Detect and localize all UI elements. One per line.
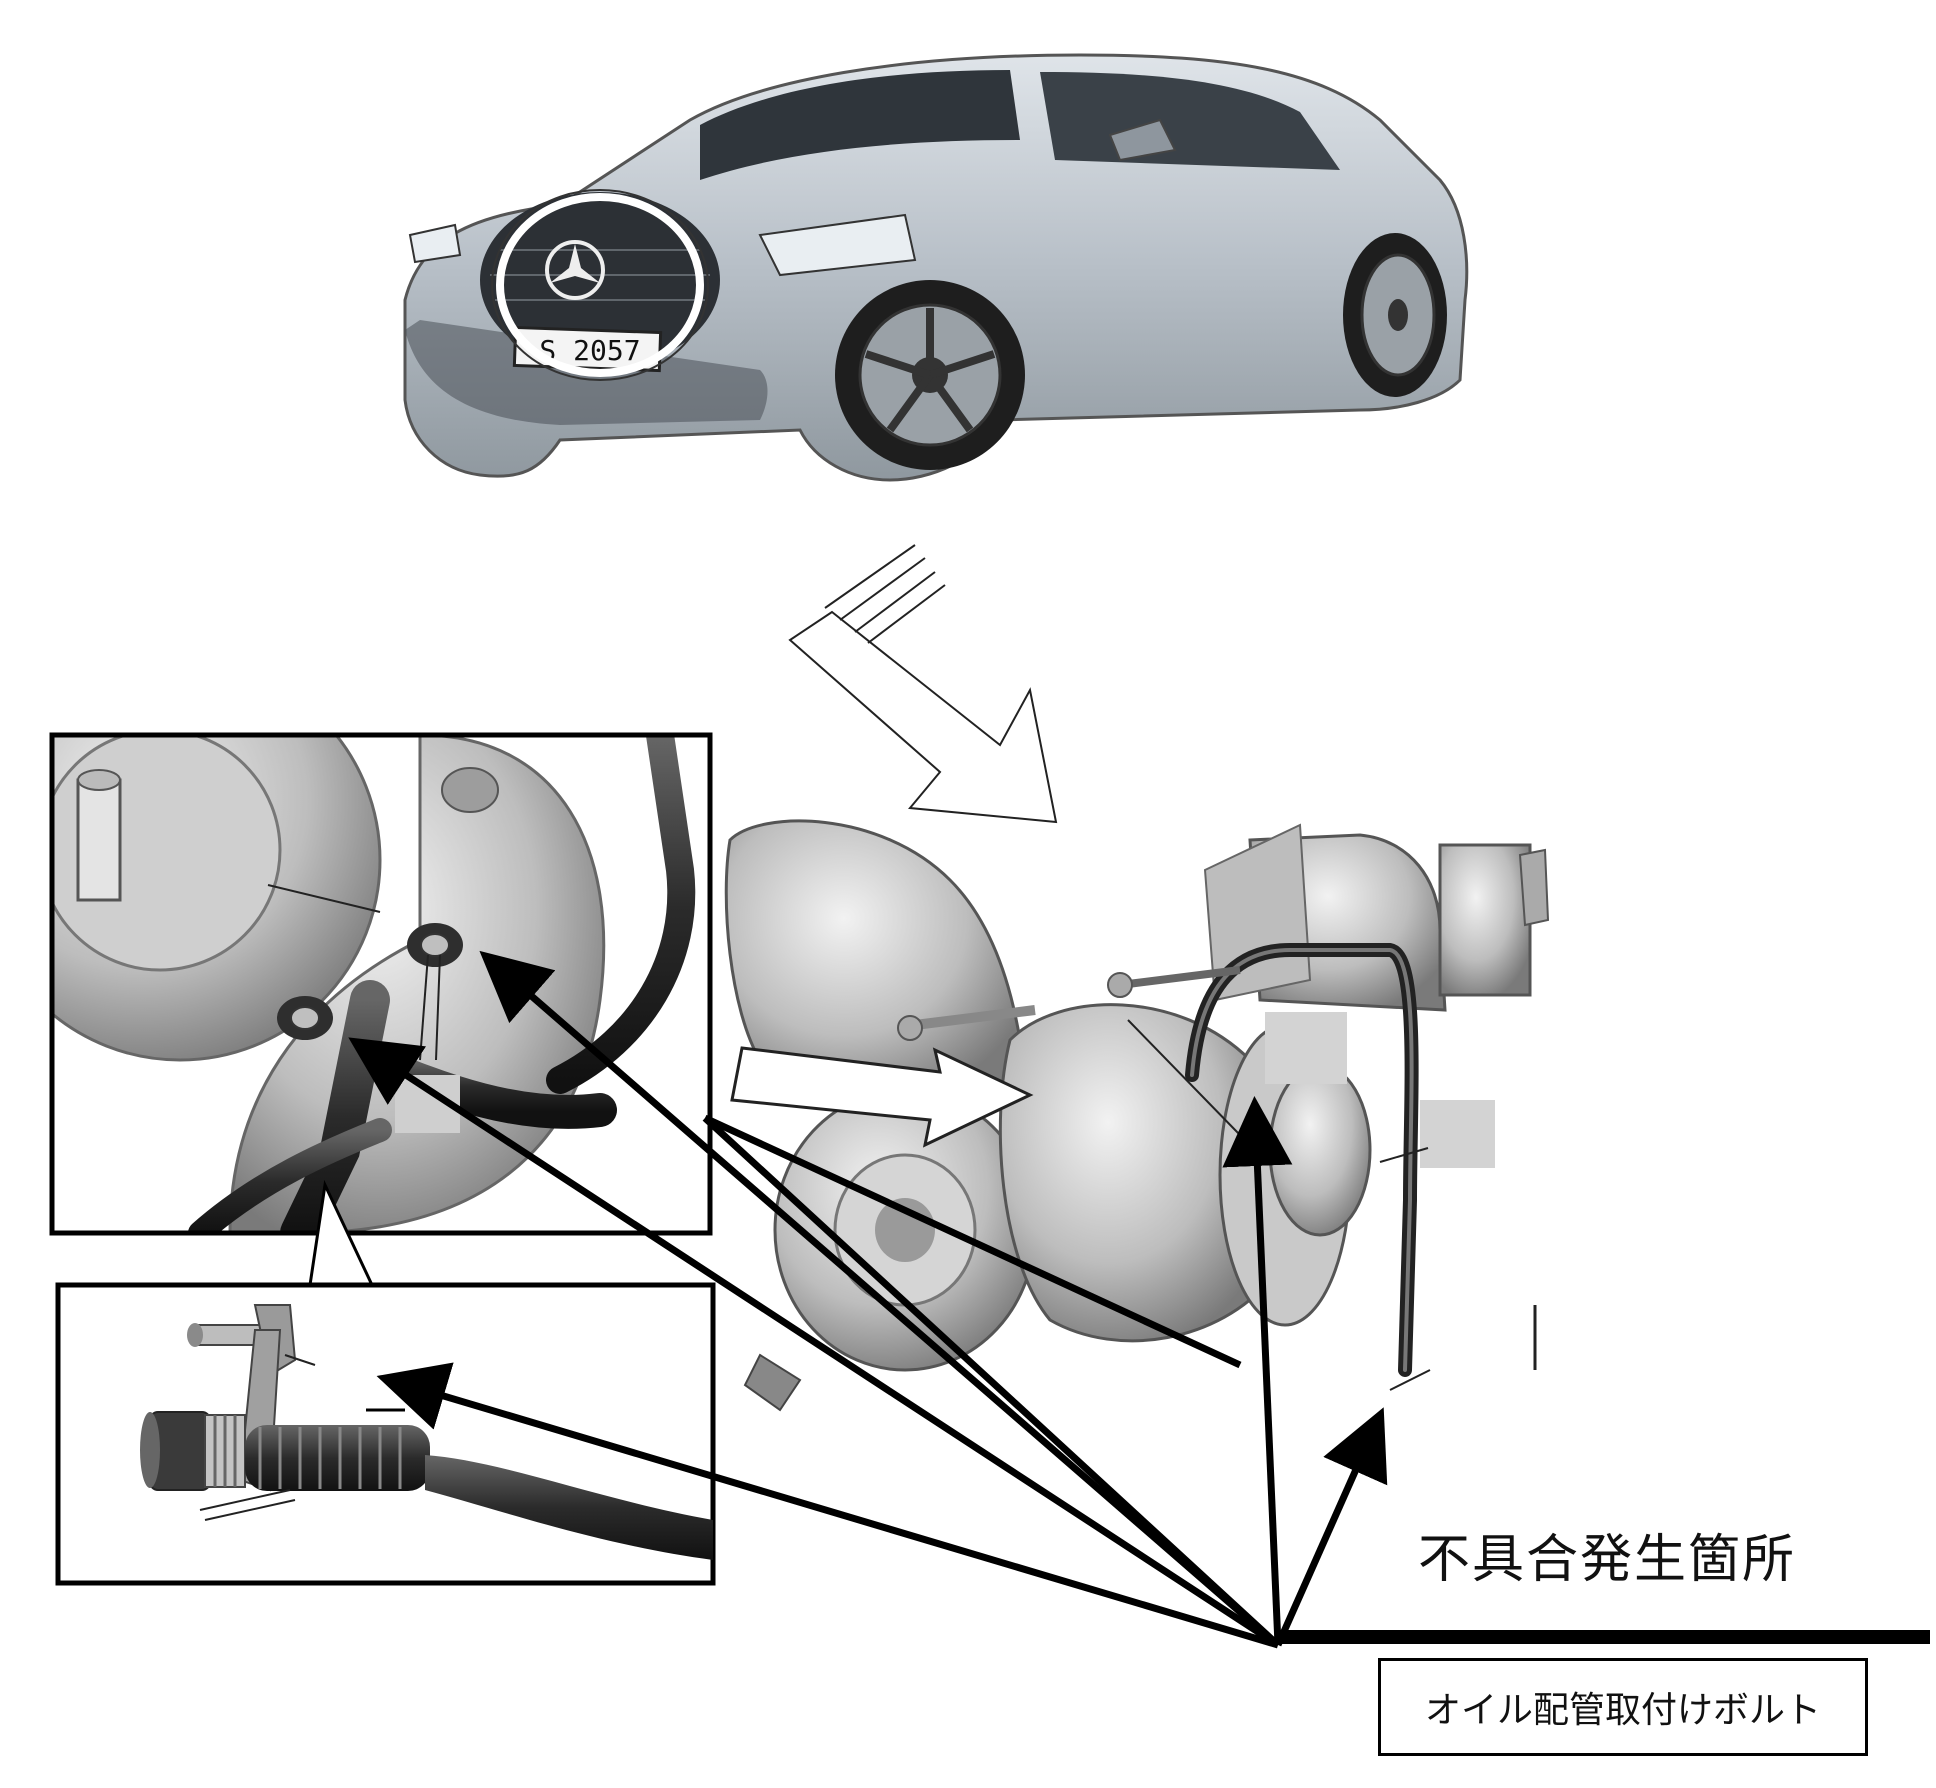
callout-arrow (1274, 1407, 1388, 1647)
callout-arrow (702, 1115, 1281, 1648)
callout-arrow (703, 1114, 1242, 1369)
callout-arrow (348, 1037, 1280, 1648)
zoom-arrow-icon (788, 544, 1058, 824)
callout-arrow (376, 1362, 1280, 1649)
front-wheel (835, 280, 1025, 470)
bolt-1 (407, 923, 463, 967)
car-illustration: S 2057 (403, 53, 1469, 482)
defect-location-label: 不具合発生箇所 (1418, 1530, 1797, 1590)
part-name-label: オイル配管取付けボルト (1378, 1658, 1868, 1756)
inset-hose-detail (55, 1282, 716, 1586)
callout-arrow-group (348, 950, 1388, 1649)
mercedes-star-icon (545, 240, 605, 300)
inset-bolt-closeup (49, 732, 713, 1236)
turbocharger-assembly (724, 819, 1550, 1412)
callout-arrow (1222, 1096, 1293, 1646)
rear-wheel (1343, 233, 1447, 397)
callout-arrow (479, 950, 1281, 1648)
bolt-2 (277, 996, 333, 1040)
